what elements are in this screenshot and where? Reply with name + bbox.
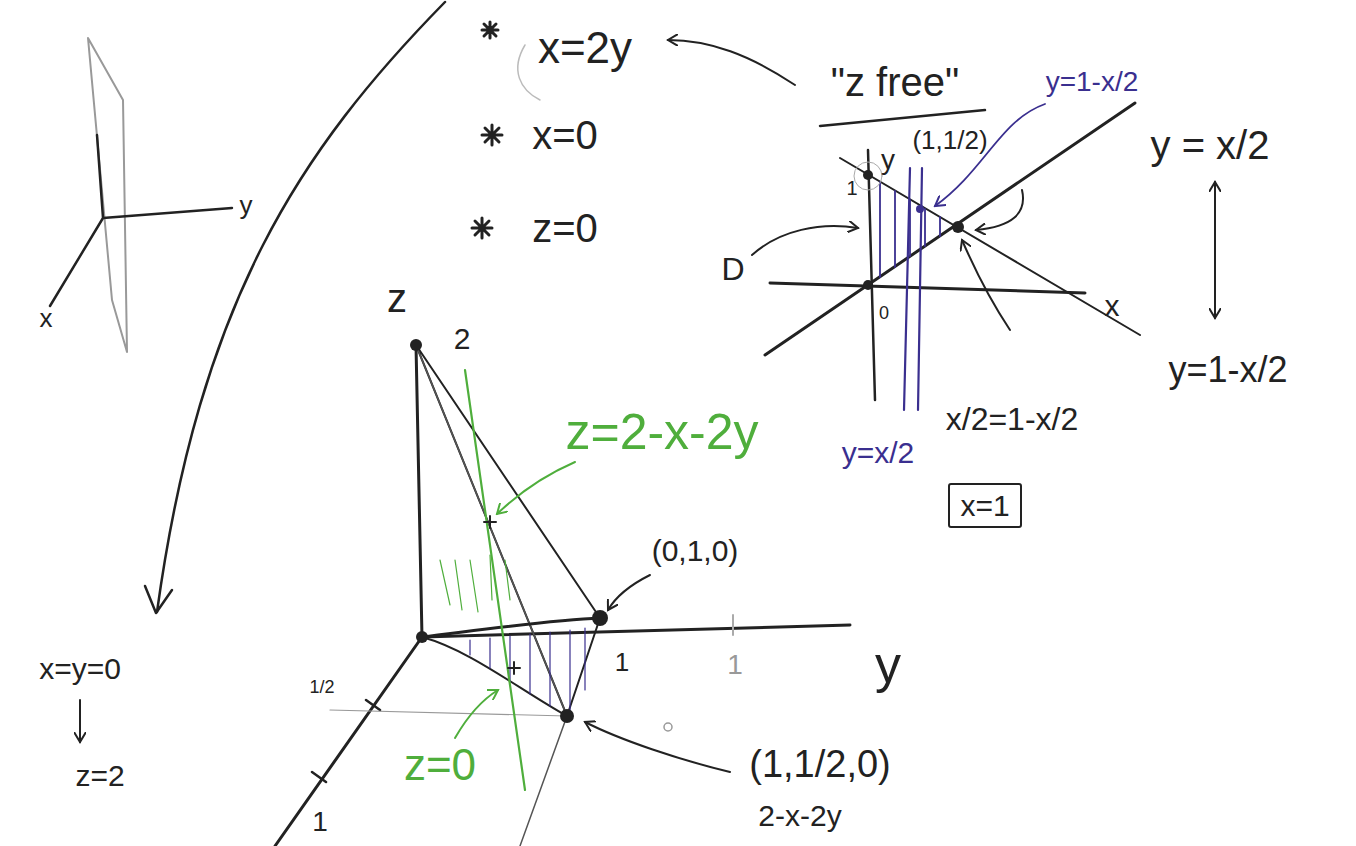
- box-text: x=1: [960, 489, 1009, 522]
- boxed-result: x=1: [948, 483, 1021, 528]
- sketch-label: 1: [727, 650, 743, 681]
- sketch-label: x=0: [532, 113, 598, 157]
- sketch-label: y=1-x/2: [1168, 350, 1287, 390]
- sketch-label: y=x/2: [842, 436, 915, 469]
- sketch-label: 1: [312, 807, 328, 838]
- sketch-label: y=1-x/2: [1046, 67, 1139, 98]
- sketch-label: x/2=1-x/2: [946, 402, 1079, 437]
- sketch-label: z: [387, 276, 407, 320]
- sketch-label: 2-x-2y: [758, 799, 841, 832]
- sketch-label: (0,1,0): [652, 534, 739, 567]
- sketch-label: x: [40, 304, 53, 333]
- sketch-label: 1/2: [309, 678, 334, 698]
- sketch-label: "z free": [831, 60, 959, 104]
- sketch-label: z=2-x-2y: [565, 405, 758, 460]
- sketch-label: z=0: [532, 206, 598, 250]
- sketch-label: z=2: [75, 759, 124, 792]
- sketch-label: D: [721, 252, 744, 287]
- sketch-label: y: [240, 191, 253, 220]
- sketch-label: (1,1/2): [912, 126, 987, 155]
- sketch-label: x=y=0: [39, 652, 121, 685]
- sketch-label: x: [1105, 289, 1120, 322]
- sketch-label: (1,1/2,0): [749, 744, 891, 786]
- sketch-label: 0: [879, 304, 889, 324]
- sketch-label: 2: [454, 322, 471, 355]
- sketch-label: 1: [846, 177, 857, 199]
- sketch-label: 1: [615, 648, 629, 677]
- sketch-label: z=0: [404, 741, 476, 789]
- sketch-label: x=2y: [538, 24, 632, 72]
- sketch-label: y = x/2: [1151, 123, 1270, 167]
- sketch-label: y: [875, 636, 901, 693]
- sketch-label: y: [881, 145, 895, 176]
